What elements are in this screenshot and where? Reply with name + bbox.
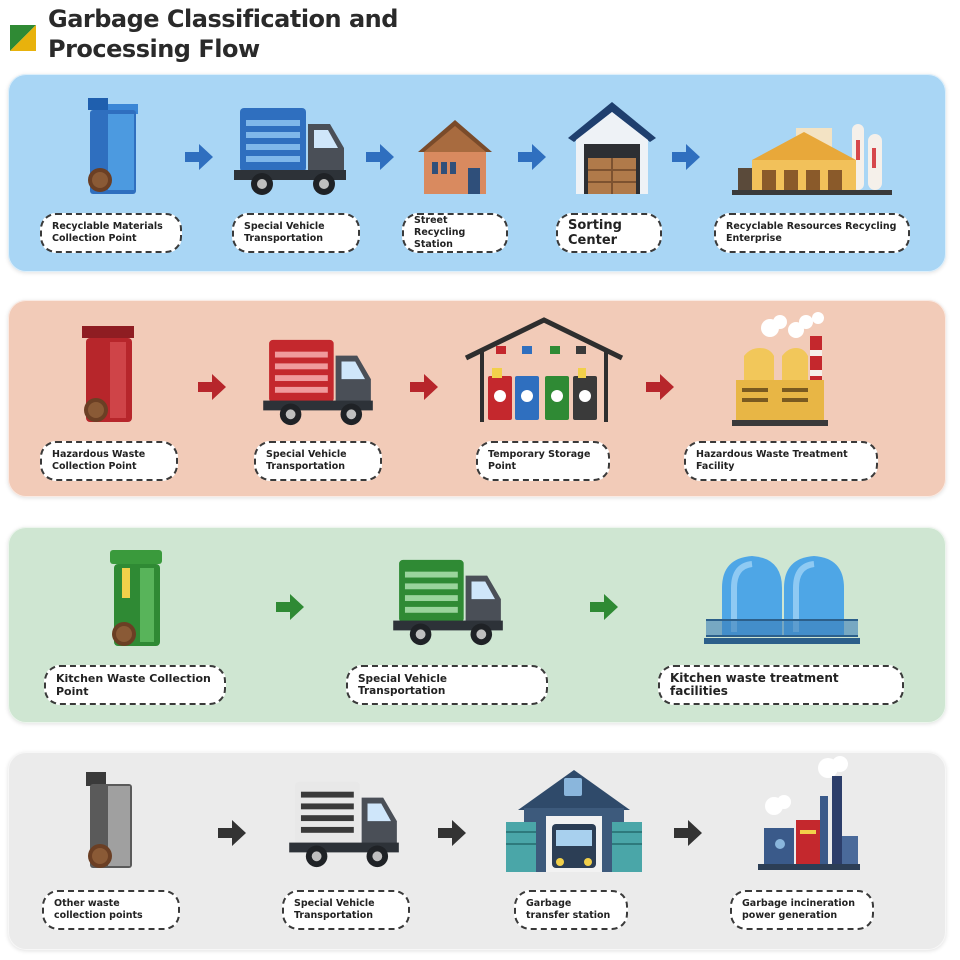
special-vehicle-truck-icon	[390, 556, 508, 648]
step-label: Temporary Storage Point	[476, 441, 610, 481]
arrow-right-icon	[674, 820, 702, 846]
arrow-right-icon	[672, 144, 700, 170]
recyclable-bin-icon	[86, 96, 140, 196]
step-label: Special Vehicle Transportation	[282, 890, 410, 930]
step-label: Garbage transfer station	[514, 890, 628, 930]
arrow-right-icon	[410, 374, 438, 400]
hazardous-treatment-plant-icon	[730, 310, 830, 428]
step-label: Recyclable Resources Recycling Enterpris…	[714, 213, 910, 253]
hazardous-bin-icon	[80, 324, 136, 424]
other-waste-bin-icon	[84, 770, 136, 870]
kitchen-bin-icon	[108, 548, 164, 648]
step-label: Special Vehicle Transportation	[254, 441, 382, 481]
page-title: Garbage Classification and Processing Fl…	[48, 4, 398, 64]
street-recycling-house-icon	[416, 118, 494, 196]
title-square-icon	[10, 25, 36, 51]
arrow-right-icon	[198, 374, 226, 400]
step-label: Garbage incineration power generation	[730, 890, 874, 930]
arrow-right-icon	[646, 374, 674, 400]
step-label: Recyclable Materials Collection Point	[40, 213, 182, 253]
arrow-right-icon	[590, 594, 618, 620]
arrow-right-icon	[518, 144, 546, 170]
arrow-right-icon	[438, 820, 466, 846]
garbage-transfer-station-icon	[504, 766, 644, 874]
step-label: Sorting Center	[556, 213, 662, 253]
special-vehicle-truck-icon	[232, 104, 350, 198]
step-label: Hazardous Waste Treatment Facility	[684, 441, 878, 481]
arrow-right-icon	[218, 820, 246, 846]
step-label: Street Recycling Station	[402, 213, 508, 253]
step-label: Kitchen Waste Collection Point	[44, 665, 226, 705]
header: Garbage Classification and Processing Fl…	[10, 4, 398, 64]
special-vehicle-truck-icon	[286, 778, 404, 870]
step-label: Kitchen waste treatment facilities	[658, 665, 904, 705]
step-label: Hazardous Waste Collection Point	[40, 441, 178, 481]
sorting-center-warehouse-icon	[566, 100, 658, 196]
arrow-right-icon	[366, 144, 394, 170]
recycling-enterprise-factory-icon	[732, 118, 892, 198]
step-label: Special Vehicle Transportation	[232, 213, 360, 253]
special-vehicle-truck-icon	[260, 336, 378, 428]
step-label: Other waste collection points	[42, 890, 180, 930]
arrow-right-icon	[185, 144, 213, 170]
incineration-power-plant-icon	[756, 756, 860, 872]
step-label: Special Vehicle Transportation	[346, 665, 548, 705]
arrow-right-icon	[276, 594, 304, 620]
kitchen-treatment-tanks-icon	[704, 552, 860, 648]
temporary-storage-shed-icon	[460, 316, 628, 424]
